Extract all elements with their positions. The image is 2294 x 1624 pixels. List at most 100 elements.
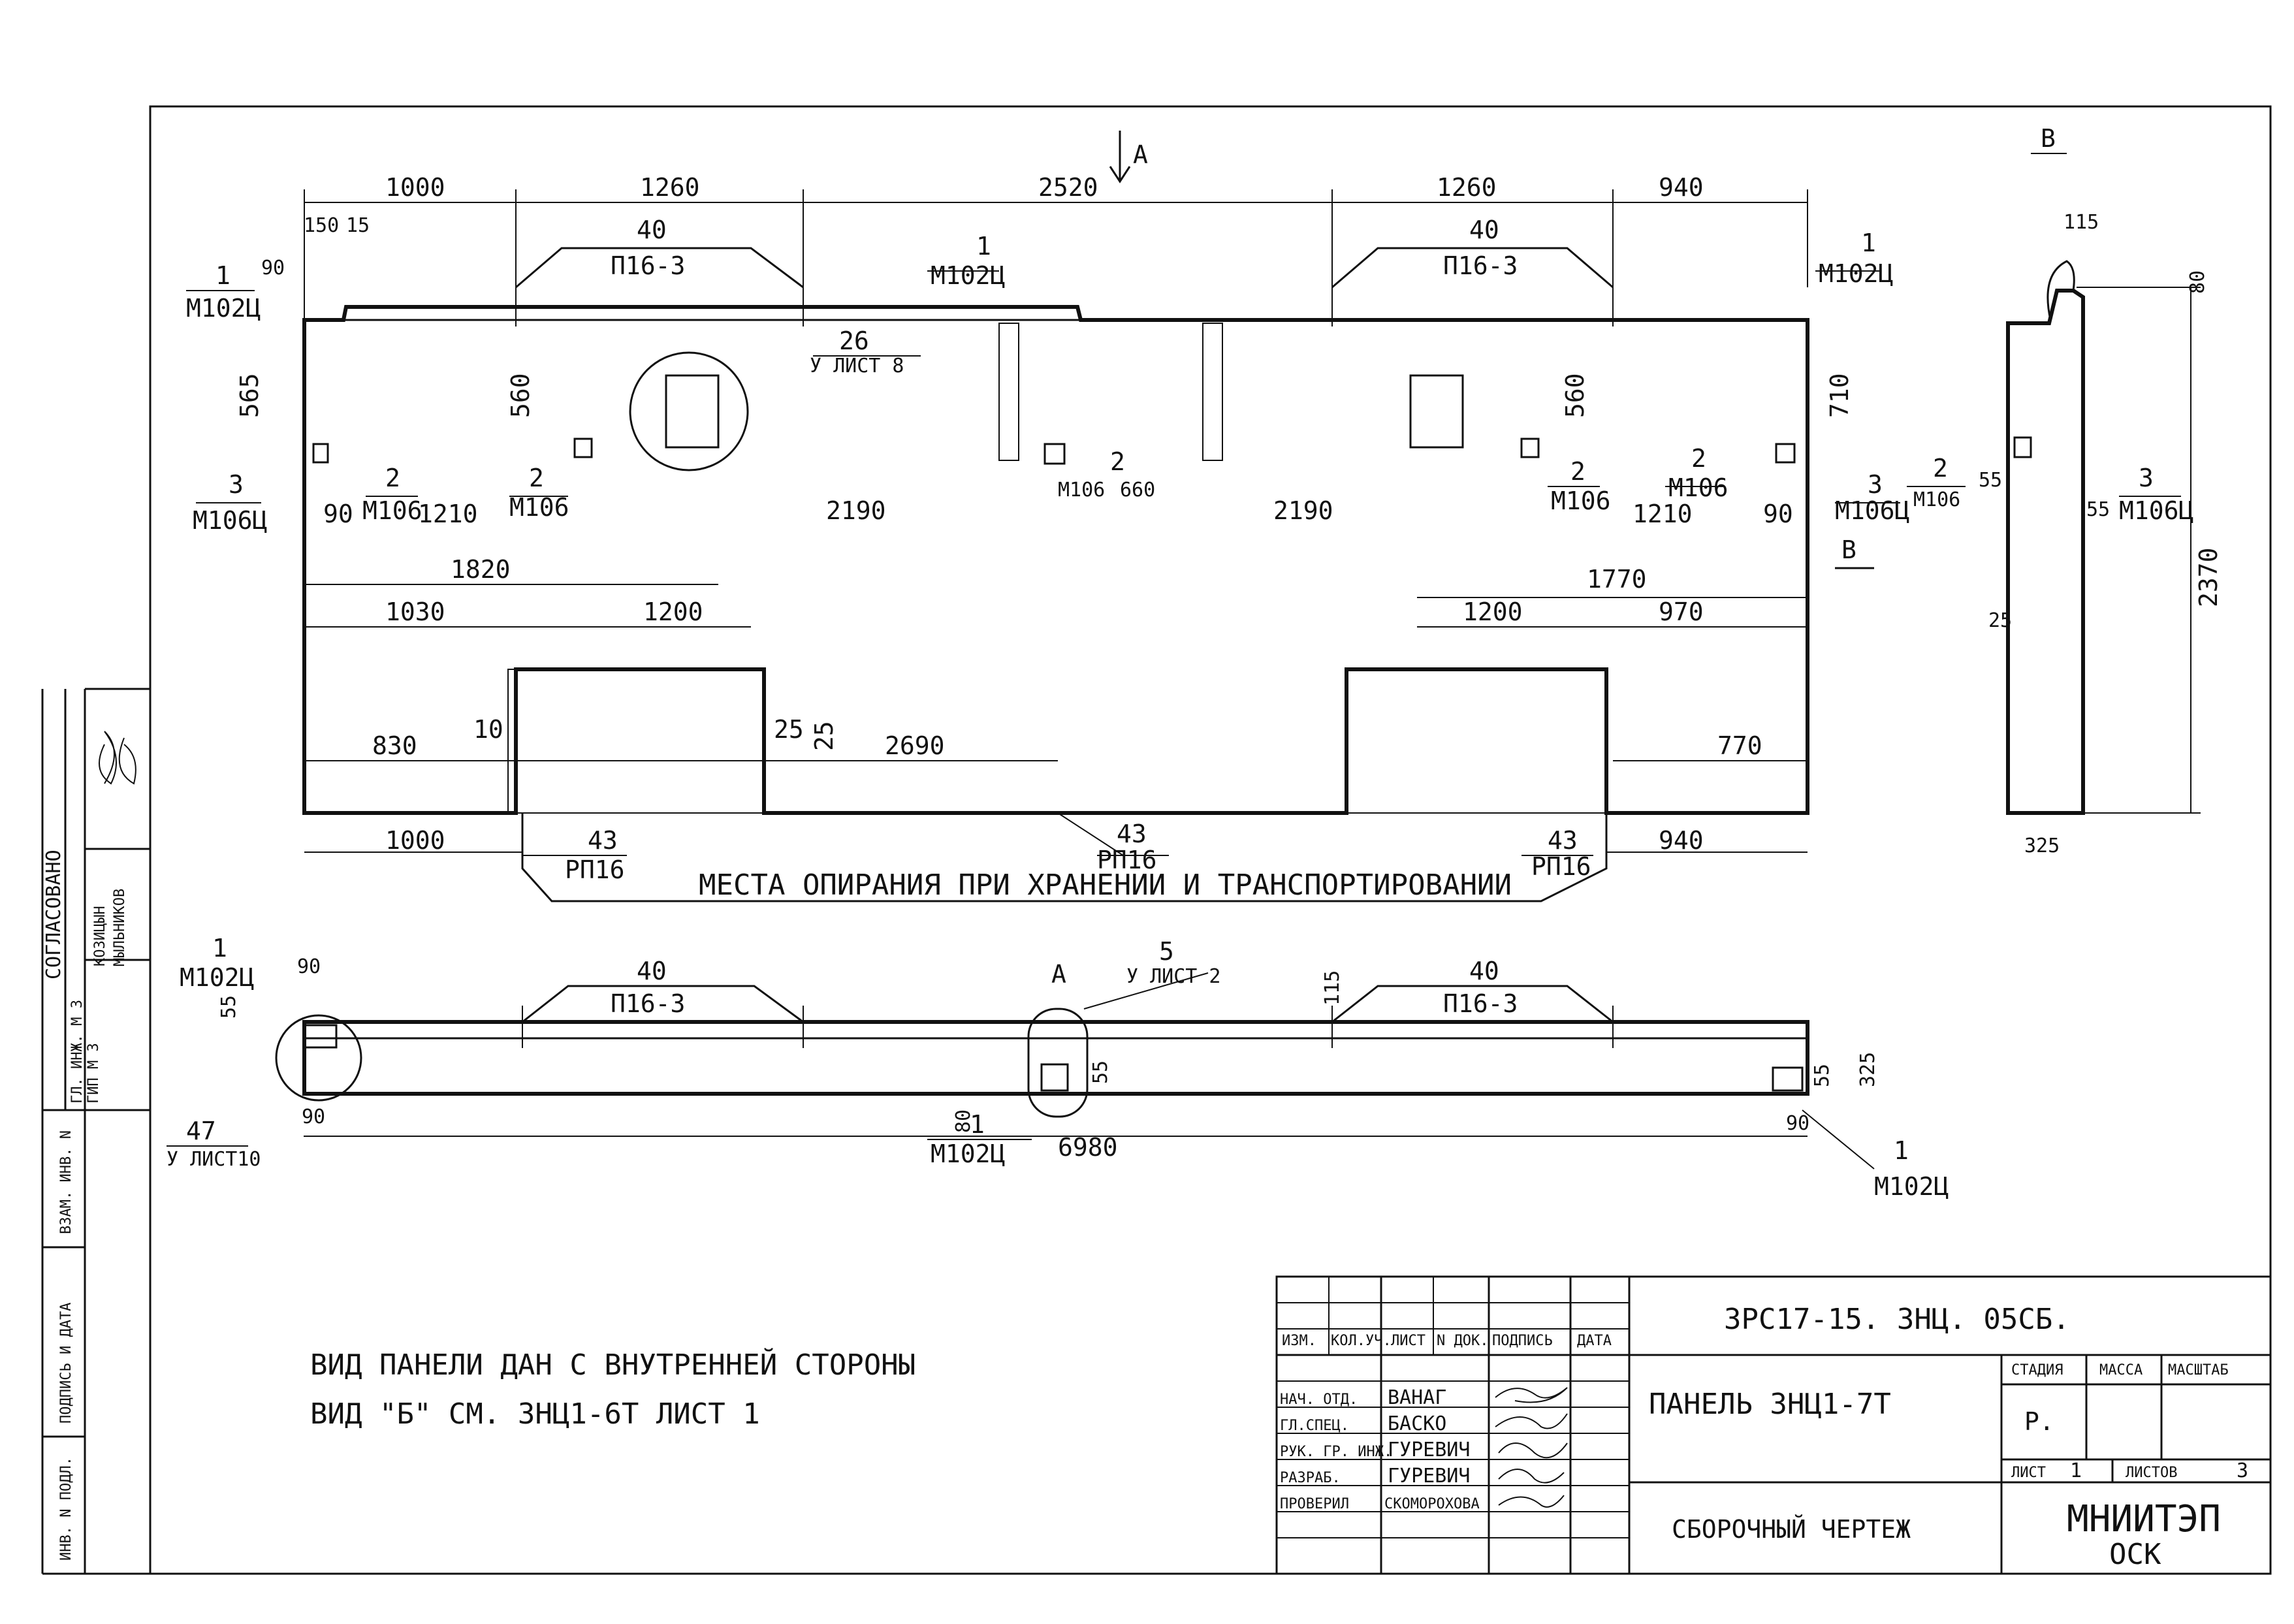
callout-detail-num: 26	[839, 326, 869, 355]
mid-dim-1200-left: 1200	[643, 597, 703, 626]
embed-plate-4	[1520, 438, 1540, 458]
plan-dim-90-c: 90	[1786, 1112, 1809, 1135]
top-dim-4: 1260	[1437, 173, 1497, 202]
plan-callout-4-mark: П16-3	[1443, 989, 1518, 1018]
callout-m106-4-mark: М106	[1551, 486, 1611, 515]
plan-callout-1-num: 1	[212, 934, 227, 963]
rev-header-3: ЛИСТ	[1391, 1333, 1426, 1349]
side-dim-25: 25	[1988, 609, 2012, 632]
callout-m106c-right-mark: М106Ц	[1835, 496, 1909, 525]
support-caption: МЕСТА ОПИРАНИЯ ПРИ ХРАНЕНИИ И ТРАНСПОРТИ…	[699, 868, 1512, 902]
signer-role-1: НАЧ. ОТД.	[1280, 1392, 1358, 1408]
callout-m106-5-mark: М106	[1668, 473, 1728, 502]
side-stamp: СОГЛАСОВАНО ГЛ. ИНЖ. М 3 КОЗИЦЫН ГИП М 3…	[41, 688, 150, 1575]
embed-plate-1	[312, 443, 329, 464]
side-stamp-signature-1	[99, 731, 117, 785]
plan-callout-6-mark: М102Ц	[931, 1139, 1005, 1168]
callout-m106-2-num: 2	[529, 464, 544, 492]
plan-outline	[302, 1020, 1809, 1096]
plan-dim-115: 115	[1321, 970, 1344, 1006]
view-b-title: В	[2041, 124, 2056, 153]
plan-callout-4-num: 40	[1469, 957, 1499, 985]
plan-callout-2-num: 40	[637, 957, 667, 985]
sheets-label: ЛИСТОВ	[2126, 1465, 2177, 1481]
side-view-outline	[2006, 289, 2085, 815]
misc-dim-720: 660	[1120, 479, 1155, 502]
signature-5	[1498, 1495, 1565, 1508]
stage-value: Р.	[2024, 1407, 2054, 1436]
side-stamp-field-2: ПОДПИСЬ И ДАТА	[58, 1303, 74, 1424]
side-dim-115: 115	[2063, 211, 2099, 234]
plan-dim-55-b: 55	[1089, 1060, 1112, 1084]
misc-dim-25-b: 25	[774, 715, 804, 744]
plan-dim-6980: 6980	[1058, 1133, 1118, 1162]
support-callout-2-mark: РП16	[1097, 846, 1157, 874]
side-dim-55-b: 55	[2086, 498, 2110, 521]
top-dim-3: 2520	[1038, 173, 1098, 202]
mid-dim-1820: 1820	[451, 555, 511, 584]
plan-callout-7-num: 1	[1894, 1136, 1909, 1165]
signer-name-3: ГУРЕВИЧ	[1388, 1439, 1470, 1461]
plan-callout-3-num: 5	[1159, 937, 1174, 966]
misc-dim-710: 710	[1825, 373, 1854, 418]
signature-2	[1495, 1413, 1568, 1429]
callout-m102-right-num: 1	[1861, 229, 1876, 257]
title-block: ИЗМ. КОЛ.УЧ. ЛИСТ N ДОК. ПОДПИСЬ ДАТА НА…	[1275, 1275, 2272, 1575]
section-a-label: А	[1133, 140, 1148, 169]
rev-header-5: ПОДПИСЬ	[1492, 1333, 1553, 1349]
channel-2	[1202, 323, 1223, 461]
side-dim-2370: 2370	[2194, 547, 2223, 607]
signature-1	[1495, 1387, 1568, 1403]
misc-dim-660: 25	[810, 721, 838, 751]
signer-role-4: РАЗРАБ.	[1280, 1470, 1341, 1486]
signature-4	[1498, 1469, 1565, 1484]
designation: 3РС17-15. 3НЦ. 05СБ.	[1724, 1303, 2070, 1336]
plan-dim-325: 325	[1856, 1052, 1879, 1087]
signer-role-5: ПРОВЕРИЛ	[1280, 1496, 1349, 1512]
callout-m106-2-mark: М106	[509, 493, 569, 522]
top-dim-2: 1260	[640, 173, 700, 202]
plan-callout-1-mark: М102Ц	[180, 963, 254, 992]
plan-callout-2-mark: П16-3	[611, 989, 685, 1018]
side-dim-55-a: 55	[1979, 469, 2002, 492]
side-callout-2-num: 3	[2139, 464, 2154, 492]
signer-name-1: ВАНАГ	[1388, 1386, 1446, 1409]
misc-dim-150: 150	[304, 214, 339, 237]
sheets-value: 3	[2237, 1459, 2248, 1482]
mass-header: МАССА	[2099, 1362, 2143, 1378]
callout-m106-1-mark: М106	[362, 496, 422, 525]
side-stamp-field-3: ИНВ. N ПОДЛ.	[58, 1457, 74, 1561]
plan-dim-55-c: 55	[1811, 1064, 1834, 1087]
mid-dim-830: 830	[372, 731, 417, 760]
view-b-arrow-label: В	[1841, 535, 1856, 564]
callout-m102-center-mark: М102Ц	[931, 261, 1005, 290]
misc-dim-25-a: 10	[473, 715, 503, 744]
plan-dim-90-a: 90	[297, 955, 321, 978]
callout-m102-left-mark: М102Ц	[186, 294, 261, 323]
signer-name-4: ГУРЕВИЧ	[1388, 1465, 1470, 1488]
embed-plate-5	[1775, 443, 1796, 464]
signer-name-2: БАСКО	[1388, 1412, 1446, 1435]
note-2: ВИД "Б" СМ. 3НЦ1-6Т ЛИСТ 1	[310, 1397, 760, 1431]
callout-m106-1-num: 2	[385, 464, 400, 492]
bottom-dim-2: 940	[1659, 826, 1704, 855]
callout-m106c-left-mark: М106Ц	[193, 506, 267, 535]
support-callout-1-mark: РП16	[565, 855, 625, 884]
side-stamp-agreed: СОГЛАСОВАНО	[42, 850, 65, 979]
loop-callout-2-num: 40	[1469, 215, 1499, 244]
mid-dim-1030: 1030	[385, 597, 445, 626]
bottom-dim-1: 1000	[385, 826, 445, 855]
window-opening-right	[1346, 669, 1607, 814]
channel-1	[998, 323, 1019, 461]
side-stamp-field-1: ВЗАМ. ИНВ. N	[58, 1130, 74, 1234]
loop-callout-1-mark: П16-3	[611, 251, 685, 280]
loop-callout-1-num: 40	[637, 215, 667, 244]
plan-callout-6-num: 1	[970, 1110, 985, 1139]
org-line-2: ОСК	[2109, 1538, 2161, 1571]
misc-dim-560-right: 560	[1561, 373, 1589, 418]
mid-dim-2690: 2690	[885, 731, 945, 760]
misc-dim-90: 90	[261, 257, 285, 279]
callout-m106c-right-num: 3	[1868, 470, 1883, 499]
top-dim-1: 1000	[385, 173, 445, 202]
plan-callout-5-mark: У ЛИСТ10	[167, 1148, 261, 1171]
